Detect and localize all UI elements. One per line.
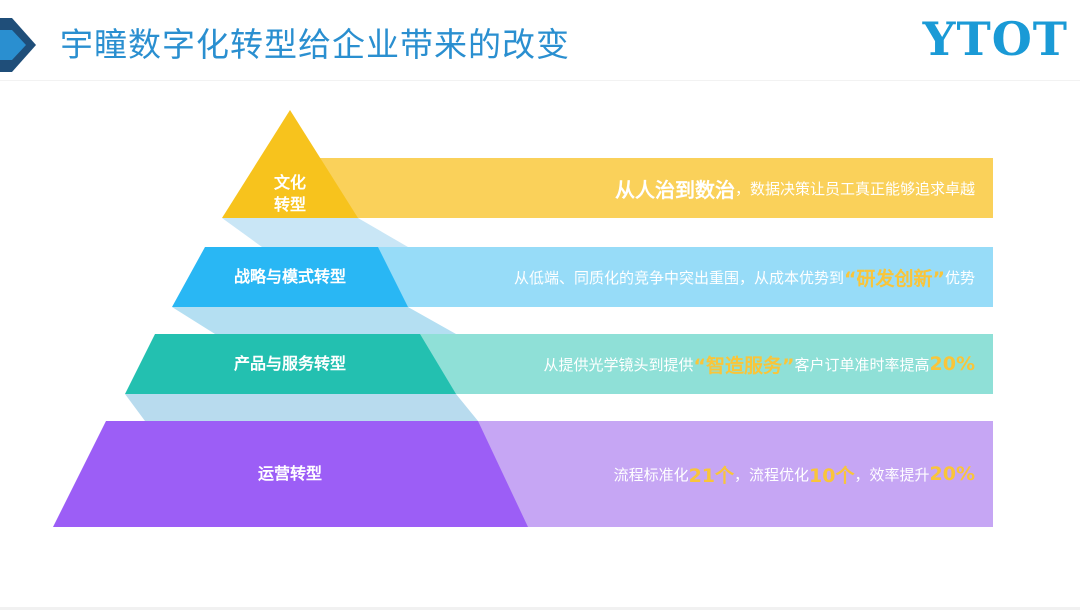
level-4-value-a: 21个 (688, 464, 735, 487)
company-logo: YTOT (922, 12, 1068, 66)
level-4-text-c: ，效率提升 (854, 465, 930, 484)
level-1-highlight: 从人治到数治 (614, 177, 735, 202)
level-4-label: 运营转型 (257, 464, 322, 483)
level-3-value: 20% (929, 353, 975, 375)
level-2-label: 战略与模式转型 (233, 267, 346, 286)
connector-2 (172, 307, 456, 334)
level-3-text: 从提供光学镜头到提供 (543, 355, 694, 374)
level-4-text-a: 流程标准化 (613, 465, 689, 484)
corner-arrow-icon (0, 18, 36, 72)
level-3-shape (125, 334, 456, 394)
level-1-label: 文化 转型 (260, 172, 320, 216)
level-4-shape (53, 421, 528, 527)
footer-divider (0, 607, 1080, 610)
header-divider (0, 80, 1080, 81)
level-1-label-line1: 文化 (273, 173, 306, 192)
level-3-highlight: “智造服务” (693, 354, 795, 377)
level-3-label: 产品与服务转型 (233, 354, 346, 373)
level-2-text: 从低端、同质化的竞争中突出重围，从成本优势到 (513, 268, 844, 287)
level-2-text-end: 优势 (944, 268, 975, 287)
connector-3 (125, 394, 478, 421)
page-title: 宇瞳数字化转型给企业带来的改变 (60, 25, 570, 64)
connector-1 (222, 218, 408, 247)
level-2-highlight: “研发创新” (844, 267, 945, 290)
level-2-shape (172, 247, 408, 307)
level-1-shape (222, 110, 358, 218)
level-4-value-c: 20% (929, 463, 975, 485)
level-1-text: ，数据决策让员工真正能够追求卓越 (734, 179, 975, 198)
level-1-label-line2: 转型 (273, 195, 306, 214)
level-3-text-mid: 客户订单准时率提高 (794, 355, 930, 374)
level-4-text-b: ，流程优化 (734, 465, 810, 484)
level-4-value-b: 10个 (809, 464, 855, 487)
level-1-description: 从人治到数治 ，数据决策让员工真正能够追求卓越 (310, 158, 993, 218)
level-2-description: 从低端、同质化的竞争中突出重围，从成本优势到 “研发创新” 优势 (310, 247, 993, 307)
